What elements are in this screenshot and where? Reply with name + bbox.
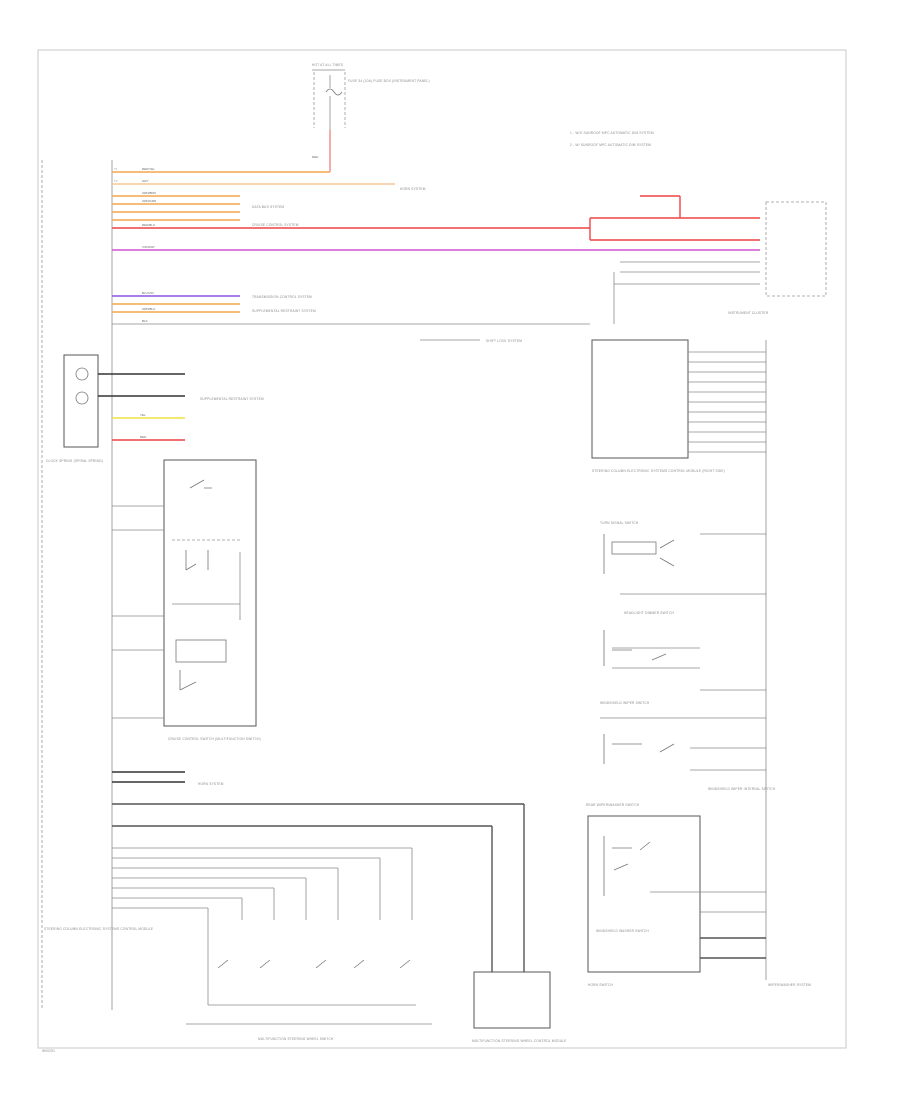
mfsw-buttons: MULTIFUNCTION STEERING WHEEL SWITCH (112, 803, 525, 1041)
turn-signal-switch: TURN SIGNAL SWITCH (600, 521, 766, 595)
power-wire-code: RED (312, 155, 319, 159)
right-module: INSTRUMENT CLUSTER (589, 195, 827, 324)
horn-wires: HORN SYSTEM (112, 771, 224, 786)
headlight-switch: HEADLIGHT DIMMER SWITCH (603, 611, 766, 691)
steering-module-strip (41, 160, 113, 1010)
wire-code-11: YEL (140, 413, 146, 417)
svg-text:T1: T1 (114, 167, 118, 171)
fuse-label: FUSE 34 (10A) FUSE BOX (INSTRUMENT PANEL… (348, 79, 430, 83)
steering-module-label: STEERING COLUMN ELECTRONIC SYSTEMS CONTR… (44, 927, 153, 931)
wire-code-3: ORN/BRN (142, 191, 156, 195)
wire-code-6: RED/BLU (142, 223, 155, 227)
horn-switch-label: HORN SWITCH (588, 983, 614, 987)
horn-system-label: HORN SYSTEM (400, 187, 426, 191)
wire-code-7: VIO/WHT (142, 245, 155, 249)
mfsw-label: MULTIFUNCTION STEERING WHEEL SWITCH (258, 1037, 334, 1041)
wire-code-12: RED (140, 435, 147, 439)
rear-wiper-switch: REAR WIPER/WASHER SWITCH WINDSHIELD WASH… (586, 803, 766, 987)
module-wires: T1 RED/YEL T2 GRY HORN SYSTEM ORN/BRN OR… (112, 167, 760, 343)
wire-code-1: RED/YEL (142, 167, 155, 171)
data-bus-label: DATA BUS SYSTEM (252, 205, 284, 209)
shift-lock-label: SHIFT LOCK SYSTEM (486, 339, 522, 343)
cruise-system-label: CRUISE CONTROL SYSTEM (252, 223, 299, 227)
wire-code-4: ORN/GRN (142, 199, 156, 203)
wire-code-9: ORN/BLU (142, 307, 155, 311)
power-feed: HOT AT ALL TIMES FUSE 34 (10A) FUSE BOX … (312, 63, 430, 172)
washer-switch-label: WINDSHIELD WASHER SWITCH (596, 929, 650, 933)
power-label: HOT AT ALL TIMES (312, 63, 343, 67)
wiper-switch: WINDSHIELD WIPER SWITCH WINDSHIELD WIPER… (600, 701, 776, 791)
horn-wire-label: HORN SYSTEM (198, 782, 224, 786)
airbag-wires: YEL RED SUPPLEMENTAL RESTRAINT SYSTEM (98, 373, 264, 441)
note-2: 2 - W/ SUNROOF MPC AUTOMATIC DIM SYSTEM (570, 143, 651, 147)
paddle-module-label: MULTIFUNCTION STEERING WHEEL CONTROL MOD… (472, 1039, 567, 1043)
diagram-frame (37, 49, 847, 1049)
wire-code-10: BLK (142, 319, 148, 323)
transmission-label: TRANSMISSION CONTROL SYSTEM (252, 295, 312, 299)
headlight-switch-label: HEADLIGHT DIMMER SWITCH (624, 611, 675, 615)
svg-text:T2: T2 (114, 179, 118, 183)
notes: 1 - W/O SUNROOF MPC AUTOMATIC DIM SYSTEM… (570, 131, 654, 147)
rear-wiper-label: REAR WIPER/WASHER SWITCH (586, 803, 640, 807)
cruise-switch: CRUISE CONTROL SWITCH (MULTIFUNCTION SWI… (112, 459, 261, 741)
doc-code: W00291 (42, 1049, 55, 1053)
turn-switch-label: TURN SIGNAL SWITCH (600, 521, 639, 525)
airbag-side-label: SUPPLEMENTAL RESTRAINT SYSTEM (200, 397, 264, 401)
wiper-system-label: WIPER/WASHER SYSTEM (768, 983, 811, 987)
airbag-label: SUPPLEMENTAL RESTRAINT SYSTEM (252, 309, 316, 313)
wiper-switch-label: WINDSHIELD WIPER SWITCH (600, 701, 650, 705)
paddle-module: MULTIFUNCTION STEERING WHEEL CONTROL MOD… (472, 971, 567, 1043)
clock-spring-label: CLOCK SPRING (SPIRAL SPRING) (46, 459, 103, 463)
column-module-right-label: STEERING COLUMN ELECTRONIC SYSTEMS CONTR… (592, 469, 725, 473)
wire-code-8: BLU/VIO (142, 291, 155, 295)
cruise-switch-label: CRUISE CONTROL SWITCH (MULTIFUNCTION SWI… (168, 737, 261, 741)
clock-spring: CLOCK SPRING (SPIRAL SPRING) (46, 354, 103, 463)
note-1: 1 - W/O SUNROOF MPC AUTOMATIC DIM SYSTEM (570, 131, 654, 135)
dash-module-label: INSTRUMENT CLUSTER (728, 311, 769, 315)
wiper-interval-label: WINDSHIELD WIPER INTERVAL SWITCH (708, 787, 776, 791)
wire-code-2: GRY (142, 179, 148, 183)
right-connector-bank: STEERING COLUMN ELECTRONIC SYSTEMS CONTR… (591, 339, 767, 980)
